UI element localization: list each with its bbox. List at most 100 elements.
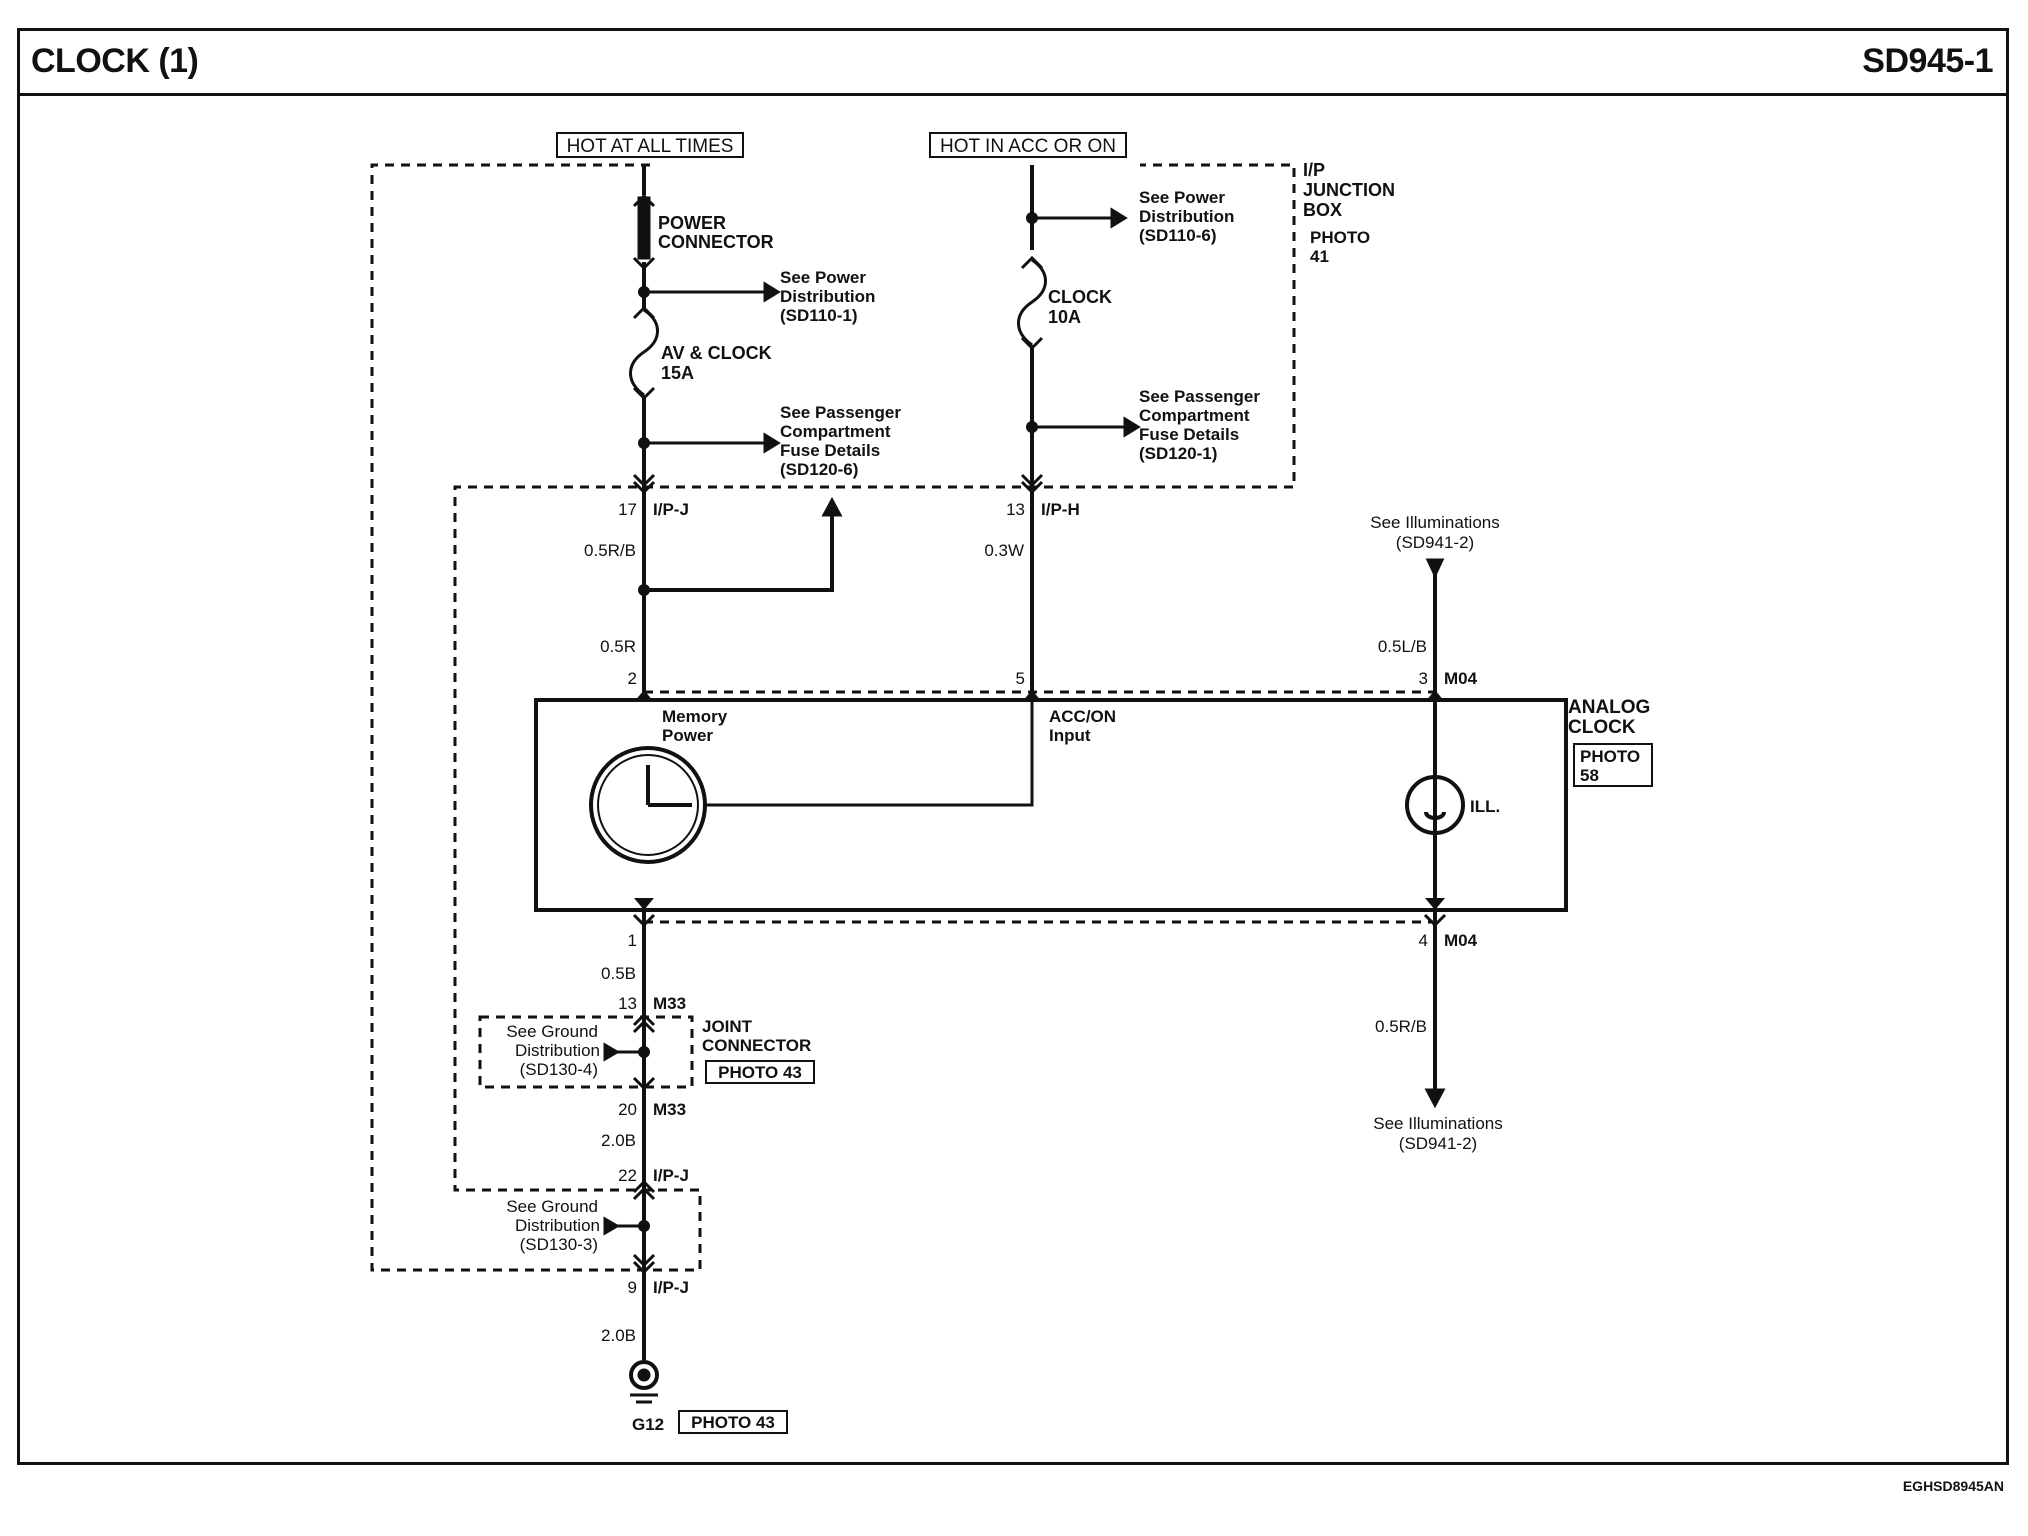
connector-chevron <box>1020 255 1044 270</box>
power-dist-1-ref: Distribution <box>780 287 875 306</box>
pin-arrow <box>1425 898 1445 910</box>
splice-dot <box>638 286 650 298</box>
pass-fuse-6-ref: See Passenger <box>780 403 901 422</box>
pin-arrow <box>1022 690 1042 702</box>
ground-ref-4: (SD130-4) <box>520 1060 598 1079</box>
connector-chevron <box>1423 913 1447 928</box>
connector-id: I/P-H <box>1041 500 1080 519</box>
power-connector-label: CONNECTOR <box>658 232 774 252</box>
junction-box-boundary <box>370 163 1296 1272</box>
connector-chevron <box>632 386 656 401</box>
wire-code: 0.5L/B <box>1378 637 1427 656</box>
pin-number: 9 <box>628 1278 637 1297</box>
pin-number: 1 <box>628 931 637 950</box>
pin-number: 5 <box>1016 669 1025 688</box>
junction-box-label: JUNCTION <box>1303 180 1395 200</box>
memory-power-label: Memory <box>662 707 728 726</box>
source-hot-all-times-label: HOT AT ALL TIMES <box>567 136 734 157</box>
acc-on-input-label: ACC/ON <box>1049 707 1116 726</box>
analog-clock-name: CLOCK <box>1568 717 1636 738</box>
source-hot-in-acc-label: HOT IN ACC OR ON <box>940 136 1116 157</box>
page-title: CLOCK (1) <box>31 42 199 80</box>
splice-dot <box>638 437 650 449</box>
acc-on-input-label: Input <box>1049 726 1091 745</box>
illumination-lamp-icon <box>1405 775 1465 835</box>
wire-code: 0.5R <box>600 637 636 656</box>
connector-id: M04 <box>1444 669 1478 688</box>
connector-chevron <box>632 1253 656 1275</box>
power-dist-6-ref: See Power <box>1139 188 1225 207</box>
pin-number: 4 <box>1419 931 1428 950</box>
wire-code: 0.5B <box>601 964 636 983</box>
drawing-code: EGHSD8945AN <box>1902 1478 2004 1494</box>
fuse-av-clock-symbol <box>629 308 659 397</box>
connector-chevron <box>632 913 656 928</box>
connector-id: I/P-J <box>653 1166 689 1185</box>
photo-41-label: PHOTO <box>1310 228 1370 247</box>
joint-connector-photo: PHOTO 43 <box>718 1063 802 1082</box>
junction-box-label: BOX <box>1303 200 1342 220</box>
junction-box-label: I/P <box>1303 160 1325 180</box>
fuse-clock-label: CLOCK <box>1048 287 1112 307</box>
wire-code: 2.0B <box>601 1131 636 1150</box>
pin-number: 17 <box>618 500 637 519</box>
connector-chevron <box>632 1012 656 1034</box>
pin-number: 3 <box>1419 669 1428 688</box>
pin-number: 13 <box>1006 500 1025 519</box>
arrow-head-pass-fuse-1 <box>1123 416 1141 438</box>
power-dist-6-ref: Distribution <box>1139 207 1234 226</box>
ground-ref-3: (SD130-3) <box>520 1235 598 1254</box>
wire-code: 0.5R/B <box>584 541 636 560</box>
wire-code: 0.5R/B <box>1375 1017 1427 1036</box>
page-code: SD945-1 <box>1862 42 1993 80</box>
ground-label: G12 <box>632 1415 664 1434</box>
connector-chevron <box>632 305 656 320</box>
pass-fuse-6-ref: (SD120-6) <box>780 460 858 479</box>
illum-bottom-ref: See Illuminations <box>1373 1114 1502 1133</box>
arrow-head-illum-top <box>1425 558 1445 579</box>
pass-fuse-1-ref: Compartment <box>1139 406 1250 425</box>
fuse-clock-symbol <box>1017 258 1047 347</box>
connector-id: M33 <box>653 1100 686 1119</box>
analog-clock-module: ANALOG CLOCK PHOTO 58 Memory Power ACC/O… <box>534 690 1653 928</box>
pass-fuse-1-ref: See Passenger <box>1139 387 1260 406</box>
wire-code: 0.3W <box>984 541 1024 560</box>
pin-arrow <box>634 898 654 910</box>
connector-chevron <box>632 1179 656 1201</box>
ill-label: ILL. <box>1470 797 1500 816</box>
arrow-head-branch-up <box>821 496 843 517</box>
photo-41-number: 41 <box>1310 247 1329 266</box>
pass-fuse-1-ref: Fuse Details <box>1139 425 1239 444</box>
splice-dot <box>1026 212 1038 224</box>
source-hot-all-times: HOT AT ALL TIMES <box>556 132 744 158</box>
clock-face-icon <box>589 746 707 864</box>
pin-number: 2 <box>628 669 637 688</box>
pass-fuse-6-ref: Compartment <box>780 422 891 441</box>
ground-ref-4: See Ground <box>506 1022 598 1041</box>
fuse-av-clock-label: AV & CLOCK <box>661 343 772 363</box>
fuse-clock-label: 10A <box>1048 307 1081 327</box>
arrow-head-pass-fuse-6 <box>763 432 781 454</box>
diagram-sheet <box>17 28 2009 1465</box>
pin-arrow <box>634 690 654 702</box>
fuse-av-clock-label: 15A <box>661 363 694 383</box>
analog-clock-name: ANALOG <box>1568 697 1650 718</box>
splice-dot <box>638 1220 650 1232</box>
wire-acc-input <box>705 692 1034 807</box>
joint-connector-boundary <box>478 1015 694 1089</box>
connector-id: M04 <box>1444 931 1478 950</box>
joint-connector-label: JOINT <box>702 1017 753 1036</box>
illum-top-ref: See Illuminations <box>1370 513 1499 532</box>
ground-ref-3: See Ground <box>506 1197 598 1216</box>
illum-top-ref: (SD941-2) <box>1396 533 1474 552</box>
pin-number: 22 <box>618 1166 637 1185</box>
source-hot-in-acc: HOT IN ACC OR ON <box>929 132 1127 158</box>
power-dist-1-ref: (SD110-1) <box>780 306 857 325</box>
joint-connector-label: CONNECTOR <box>702 1036 811 1055</box>
connector-id: I/P-J <box>653 500 689 519</box>
splice-dot <box>638 1046 650 1058</box>
arrow-head-ground-ref-3 <box>603 1216 620 1236</box>
arrow-head-power-dist-1 <box>763 281 781 303</box>
connector-chevron <box>632 473 656 495</box>
